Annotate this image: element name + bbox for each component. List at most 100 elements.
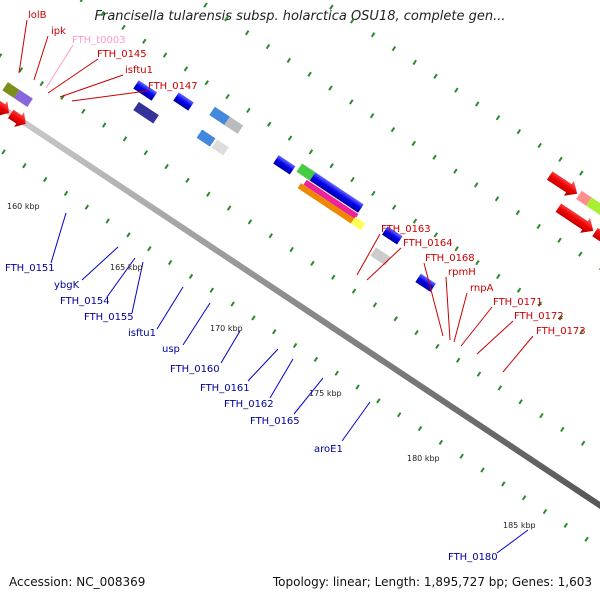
gene-aroe1[interactable] [415,273,436,292]
scale-tick [454,87,459,93]
scale-tick [558,315,563,321]
scale-tick [351,288,357,294]
scale-tick [183,66,189,72]
gene-fth-0154[interactable] [209,106,230,126]
gene-fth-0164b[interactable] [590,225,600,253]
leader-fth-0162 [269,358,294,399]
label-usp[interactable]: usp [162,344,180,355]
scale-tick [251,315,256,321]
label-fth-0155[interactable]: FTH_0155 [84,312,134,323]
scale-tick [246,107,251,114]
label-fth-0173[interactable]: FTH_0173 [536,326,586,337]
label-fth-0161[interactable]: FTH_0161 [200,383,250,394]
scale-tick [501,481,506,487]
label-aroe1[interactable]: aroE1 [314,444,343,455]
scale-tick [558,156,563,162]
label-isftu1-bottom[interactable]: isftu1 [128,328,156,339]
gene-fth-0155[interactable] [224,116,244,134]
scale-tick [265,43,271,50]
leader-rnpa [453,292,468,343]
label-fth-0151[interactable]: FTH_0151 [5,263,55,274]
scale-tick [39,80,44,87]
scale-tick [579,329,584,335]
gene-fth-0163b[interactable] [553,200,598,238]
topology-text: Topology: linear; Length: 1,895,727 bp; … [272,575,592,589]
scale-tick [81,108,86,114]
scale-tick [536,223,541,230]
scale-tick [563,522,569,529]
gene-fth-0147[interactable] [2,82,20,99]
scale-tick [432,154,437,160]
scale-tick [474,182,479,188]
label-fth-0145[interactable]: FTH_0145 [97,49,147,60]
leader-rpmh [445,276,451,341]
gene-fth-0162[interactable] [297,183,355,224]
gene-fth-0160[interactable] [296,163,316,181]
gene-fth-0163[interactable] [545,168,582,201]
label-lolb[interactable]: lolB [28,10,47,21]
label-fth-0154[interactable]: FTH_0154 [60,296,110,307]
scale-tick [412,218,418,224]
label-fth-0147[interactable]: FTH_0147 [148,81,198,92]
gene-ybgk[interactable] [173,92,194,111]
scale-tick [376,398,381,404]
label-isftu1-top[interactable]: isftu1 [125,65,153,76]
scale-tick [267,121,272,127]
scale-tick [433,232,439,238]
gene-fth-0161[interactable] [309,172,364,213]
scale-tick [537,301,543,307]
label-fth-0172[interactable]: FTH_0172 [514,311,564,322]
gene-fth-0151[interactable] [133,80,158,101]
gene-fth-0147b[interactable] [6,106,31,131]
label-fth-0163[interactable]: FTH_0163 [381,224,431,235]
gene-fth-0154b[interactable] [196,129,216,147]
scale-tick [185,177,190,184]
accession-text: Accession: NC_008369 [9,575,146,589]
scale-label-165: 165 kbp [110,263,143,272]
leader-usp [182,302,211,346]
scale-tick [435,343,440,350]
gene-fth-0161b[interactable] [303,179,359,220]
label-fth-0162[interactable]: FTH_0162 [224,399,274,410]
scale-tick [350,176,355,183]
scale-tick [369,113,375,119]
label-fth-t0003[interactable]: FTH_t0003 [72,35,126,46]
leader-lolb [18,19,28,74]
gene-fth-0164[interactable] [576,190,592,206]
scale-tick [412,59,417,66]
label-ipk[interactable]: ipk [51,26,66,37]
gene-isftu1-top[interactable] [14,89,33,108]
gene-fth-0151b[interactable] [133,101,159,124]
label-ybgk[interactable]: ybgK [54,280,80,291]
scale-tick [414,329,419,336]
scale-tick [308,149,314,155]
gene-fth-0168[interactable] [586,197,600,227]
leader-fth-t0003 [45,44,74,89]
scale-tick [1,149,6,155]
label-rpmh[interactable]: rpmH [448,267,476,278]
gene-fth-0155b[interactable] [211,139,229,156]
scale-tick [495,115,501,121]
gene-fth-0165b[interactable] [370,247,391,266]
leader-ipk [33,35,49,81]
label-fth-0171[interactable]: FTH_0171 [493,297,543,308]
label-fth-0165[interactable]: FTH_0165 [250,416,300,427]
gene-fth-0162b[interactable] [350,216,366,231]
label-fth-0168[interactable]: FTH_0168 [425,253,475,264]
label-rnpa[interactable]: rnpA [470,283,494,294]
scale-tick [142,38,147,44]
scale-tick [350,18,355,24]
leader-fth-0155 [131,261,144,314]
label-fth-0180[interactable]: FTH_0180 [448,552,498,563]
gene-fth-0145[interactable] [0,97,14,121]
scale-tick [459,453,464,459]
leader-fth-0154 [106,257,136,298]
scale-tick [438,439,444,446]
label-fth-0164[interactable]: FTH_0164 [403,238,453,249]
gene-usp[interactable] [273,155,296,175]
label-fth-0160[interactable]: FTH_0160 [170,364,220,375]
scale-tick [167,259,173,266]
gene-fth-0165[interactable] [382,226,403,245]
scale-label-185: 185 kbp [503,521,536,530]
leader-fth-0168 [423,262,444,337]
